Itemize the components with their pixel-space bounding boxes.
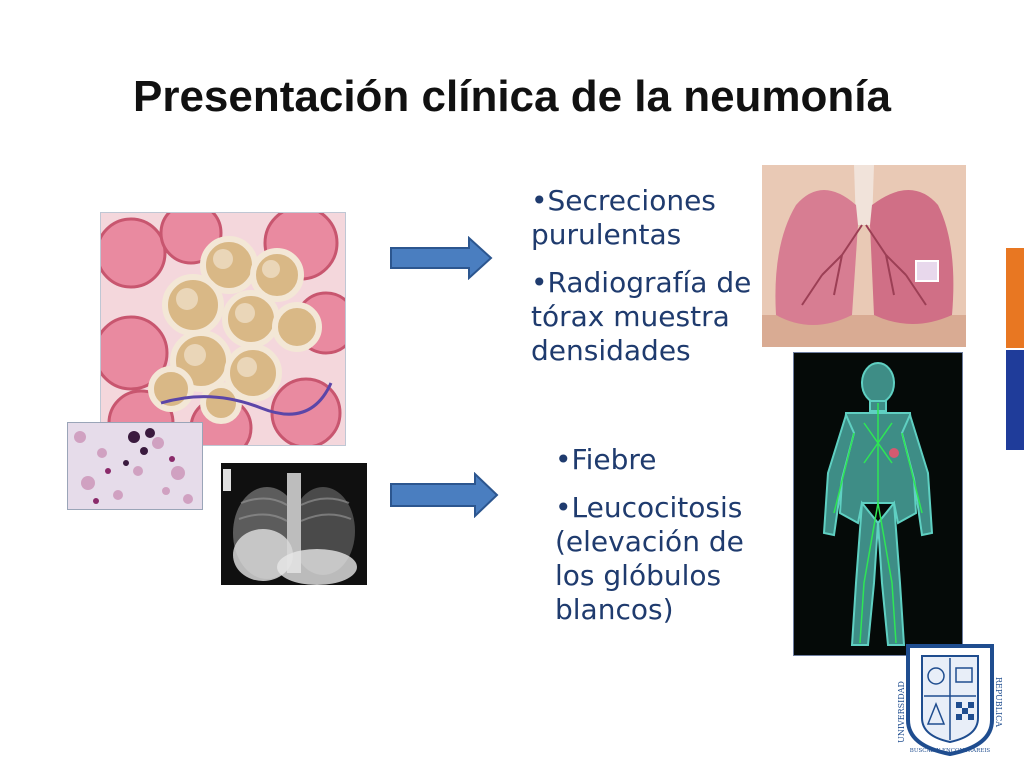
arrow-top bbox=[389, 235, 493, 281]
chest-xray-image bbox=[221, 463, 367, 585]
accent-bar-orange bbox=[1006, 248, 1024, 348]
bullet-item: •Leucocitosis (elevación de los glóbulos… bbox=[555, 491, 744, 626]
alveoli-illustration bbox=[100, 212, 346, 446]
logo-text-right: REPUBLICA bbox=[994, 677, 1003, 727]
arrow-bottom bbox=[389, 471, 499, 519]
university-logo: UNIVERSIDAD REPUBLICA BUSCAD Y ENCONTRAR… bbox=[894, 642, 1006, 758]
logo-motto: BUSCAD Y ENCONTRAREIS bbox=[910, 748, 991, 754]
slide-title: Presentación clínica de la neumonía bbox=[132, 72, 892, 121]
microscopy-image bbox=[67, 422, 203, 510]
logo-text-left: UNIVERSIDAD bbox=[897, 681, 906, 743]
bullet-list-bottom: •Fiebre •Leucocitosis (elevación de los … bbox=[555, 443, 785, 641]
body-lymphatic-illustration bbox=[793, 352, 963, 656]
bullet-item: •Radiografía de tórax muestra densidades bbox=[531, 266, 752, 367]
bullet-item: •Secreciones purulentas bbox=[531, 184, 716, 251]
accent-bar-blue bbox=[1006, 350, 1024, 450]
bullet-item: •Fiebre bbox=[555, 443, 657, 476]
bullet-list-top: •Secreciones purulentas •Radiografía de … bbox=[531, 184, 781, 382]
lungs-illustration bbox=[762, 165, 966, 347]
